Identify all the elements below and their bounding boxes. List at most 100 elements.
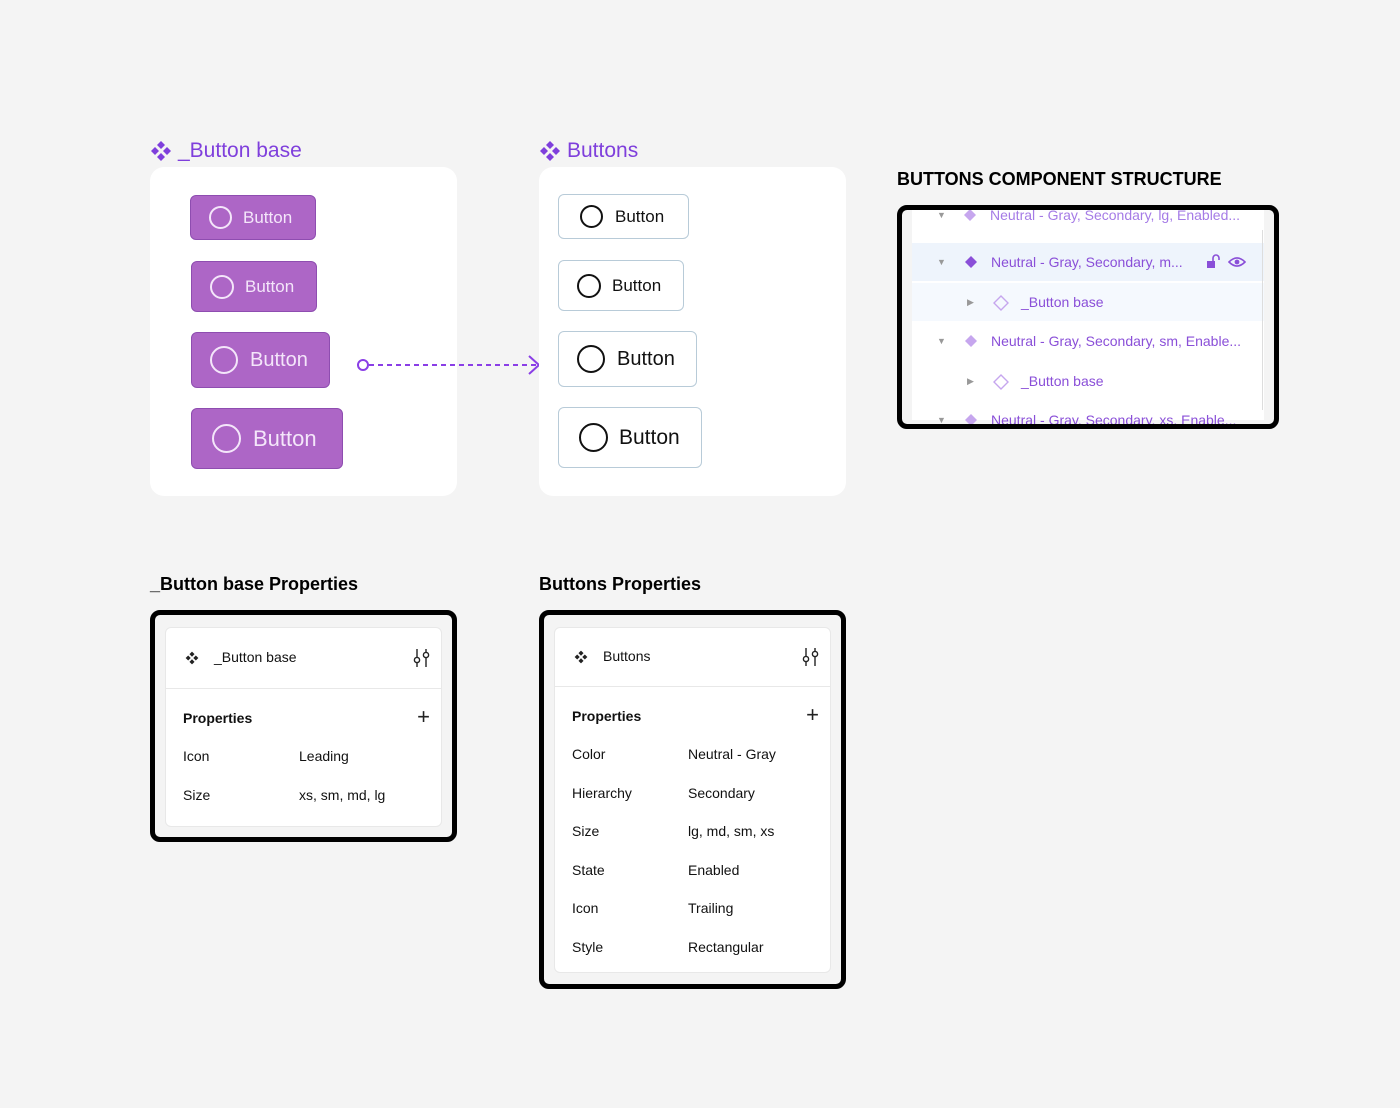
circle-icon [210,346,238,374]
property-key: Hierarchy [572,785,632,801]
properties-label: Properties [183,710,253,726]
property-value: lg, md, sm, xs [688,823,775,839]
caret-down-icon: ▼ [937,257,946,267]
secondary-button-label: Button [617,347,675,370]
base-button-label: Button [250,348,308,371]
component-icon [965,414,977,424]
property-key: State [572,862,605,878]
property-row[interactable]: Size xs, sm, md, lg [183,787,441,807]
circle-icon [579,423,608,452]
property-value: Secondary [688,785,755,801]
layer-row[interactable]: ▼ Neutral - Gray, Secondary, xs, Enable.… [912,401,1264,428]
layer-row[interactable]: ▼ Neutral - Gray, Secondary, lg, Enabled… [912,207,1264,234]
component-icon [185,651,199,665]
property-key: Size [183,787,211,803]
buttons-properties-frame: Buttons Properties + Color Neutral - Gra… [539,610,846,989]
base-properties-frame: _Button base Properties + Icon Leading S… [150,610,457,842]
eye-icon[interactable] [1228,255,1246,269]
layer-row-child[interactable]: ▶ _Button base [912,362,1264,400]
base-button-label: Button [243,207,293,227]
secondary-button-xs[interactable]: Button [558,194,689,239]
unlock-icon[interactable] [1206,254,1220,269]
layer-label: _Button base [1021,294,1104,310]
secondary-button-label: Button [615,206,665,226]
base-properties-header: _Button base [166,628,441,689]
property-row[interactable]: Hierarchy Secondary [572,785,830,805]
property-key: Color [572,746,606,762]
base-button-label: Button [245,276,295,296]
adjust-icon[interactable] [802,647,820,667]
secondary-button-label: Button [612,275,662,295]
secondary-button-md[interactable]: Button [558,331,697,387]
component-icon [151,141,171,161]
buttons-properties-panel: Buttons Properties + Color Neutral - Gra… [554,627,831,973]
add-property-icon[interactable]: + [417,704,430,729]
adjust-icon[interactable] [413,648,431,668]
layer-row-selected[interactable]: ▼ Neutral - Gray, Secondary, m... [912,243,1264,281]
base-button-md[interactable]: Button [191,332,330,388]
property-value: xs, sm, md, lg [299,787,386,803]
property-value: Rectangular [688,939,764,955]
circle-icon [212,424,241,453]
layer-row-child[interactable]: ▶ _Button base [912,283,1264,321]
property-value: Enabled [688,862,740,878]
component-icon [965,256,977,268]
layer-label: Neutral - Gray, Secondary, xs, Enable... [991,412,1237,428]
buttons-component-title[interactable]: Buttons [539,139,638,163]
base-button-xs[interactable]: Button [190,195,316,240]
circle-icon [210,274,234,299]
buttons-properties-header: Buttons [555,628,830,687]
base-button-label: Button [253,425,317,451]
property-value: Leading [299,748,349,764]
secondary-button-sm[interactable]: Button [558,260,684,311]
base-button-sm[interactable]: Button [191,261,317,312]
layer-label: Neutral - Gray, Secondary, m... [991,254,1183,270]
buttons-properties-heading: Buttons Properties [539,574,702,594]
base-properties-heading: _Button base Properties [150,574,359,594]
component-icon [540,141,560,161]
instance-icon [993,374,1009,390]
layer-label: Neutral - Gray, Secondary, sm, Enable... [991,333,1242,349]
property-row[interactable]: State Enabled [572,862,830,882]
base-component-title[interactable]: _Button base [150,139,302,163]
layers-panel: ▼ Neutral - Gray, Secondary, lg, Enabled… [912,210,1264,424]
scroll-track[interactable] [1262,230,1263,410]
property-row[interactable]: Icon Trailing [572,900,830,920]
base-properties-panel: _Button base Properties + Icon Leading S… [165,627,442,827]
caret-down-icon: ▼ [937,210,946,220]
layer-label: _Button base [1021,373,1104,389]
property-row[interactable]: Color Neutral - Gray [572,746,830,766]
property-row[interactable]: Icon Leading [183,748,441,768]
component-icon [965,335,977,347]
component-name: _Button base [214,649,297,665]
property-key: Icon [183,748,210,764]
component-name: Buttons [603,648,651,664]
property-row[interactable]: Size lg, md, sm, xs [572,823,830,843]
layer-label: Neutral - Gray, Secondary, lg, Enabled..… [990,207,1241,223]
component-icon [964,210,976,221]
property-key: Icon [572,900,599,916]
caret-down-icon: ▼ [937,415,946,425]
circle-icon [580,205,603,228]
buttons-component-title-text: Buttons [567,139,639,162]
secondary-button-label: Button [619,425,680,449]
instance-icon [993,295,1009,311]
structure-heading: BUTTONS COMPONENT STRUCTURE [897,169,1222,189]
secondary-button-lg[interactable]: Button [558,407,702,468]
layer-row[interactable]: ▼ Neutral - Gray, Secondary, sm, Enable.… [912,322,1264,360]
property-value: Neutral - Gray [688,746,776,762]
base-button-lg[interactable]: Button [191,408,343,469]
property-key: Style [572,939,604,955]
layers-panel-frame: ▼ Neutral - Gray, Secondary, lg, Enabled… [897,205,1279,429]
caret-down-icon: ▼ [937,336,946,346]
properties-label: Properties [572,708,642,724]
property-value: Trailing [688,900,734,916]
circle-icon [577,273,601,298]
nested-instance-arrow [357,355,541,375]
base-component-title-text: _Button base [178,139,302,162]
component-icon [574,650,588,664]
property-row[interactable]: Style Rectangular [572,939,830,959]
property-key: Size [572,823,600,839]
circle-icon [577,345,605,373]
add-property-icon[interactable]: + [806,702,819,727]
